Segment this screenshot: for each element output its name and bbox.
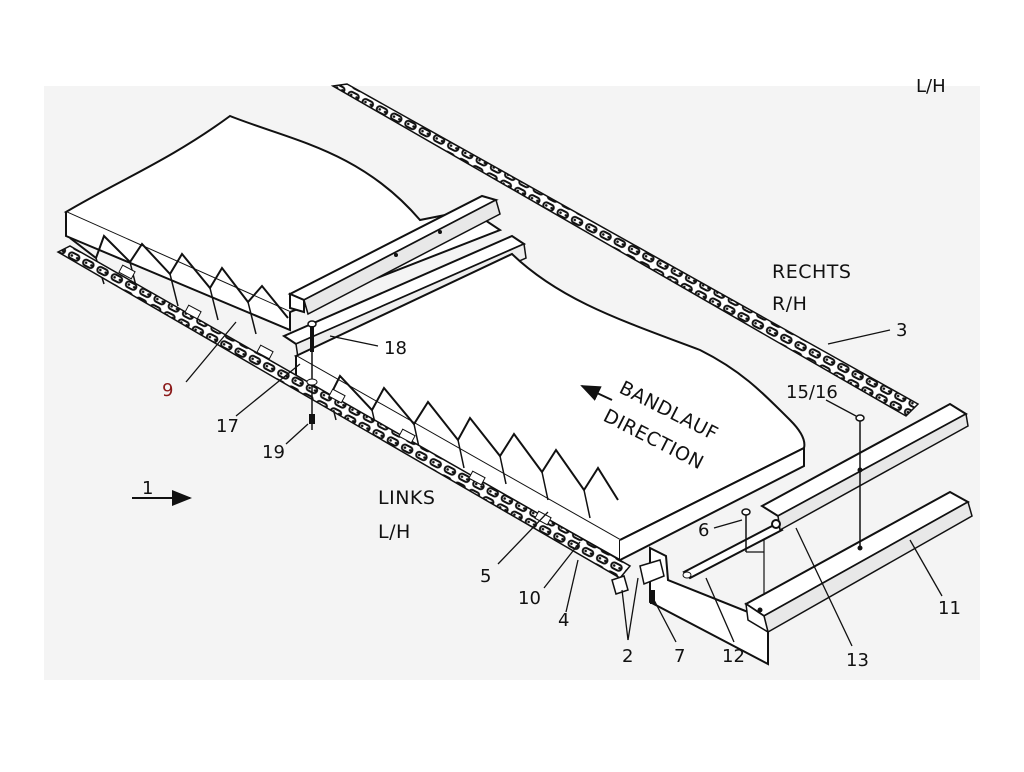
left-side-abbr: L/H bbox=[378, 521, 411, 543]
callout-12: 12 bbox=[722, 646, 745, 667]
callout-1: 1 bbox=[142, 478, 153, 499]
corner-label: L/H bbox=[916, 76, 946, 97]
callout-7: 7 bbox=[674, 646, 685, 667]
callout-18: 18 bbox=[384, 338, 407, 359]
upper-rail bbox=[287, 194, 501, 316]
callout-10: 10 bbox=[518, 588, 541, 609]
profile-11 bbox=[744, 490, 973, 634]
callout-17: 17 bbox=[216, 416, 239, 437]
right-side-label: RECHTS bbox=[772, 261, 851, 283]
bolt-assembly-17-19 bbox=[306, 320, 318, 430]
leader-lines bbox=[185, 321, 943, 647]
right-chain bbox=[330, 83, 920, 417]
callout-11: 11 bbox=[938, 598, 961, 619]
callout-3: 3 bbox=[896, 320, 907, 341]
callout-4: 4 bbox=[558, 610, 569, 631]
right-side-abbr: R/H bbox=[772, 293, 807, 315]
left-chain bbox=[56, 245, 632, 579]
callout-19: 19 bbox=[262, 442, 285, 463]
shaft-12 bbox=[682, 508, 784, 610]
belt-direction-arrow bbox=[580, 385, 613, 401]
callout-9: 9 bbox=[162, 380, 173, 401]
left-side-label: LINKS bbox=[378, 487, 435, 509]
callout-15-16: 15/16 bbox=[786, 382, 838, 403]
profile-13 bbox=[760, 402, 969, 532]
end-plate bbox=[611, 546, 769, 666]
callout-2: 2 bbox=[622, 646, 633, 667]
callout-13: 13 bbox=[846, 650, 869, 671]
callout-5: 5 bbox=[480, 566, 491, 587]
bolt-15-16 bbox=[855, 414, 865, 551]
callout-6: 6 bbox=[698, 520, 709, 541]
